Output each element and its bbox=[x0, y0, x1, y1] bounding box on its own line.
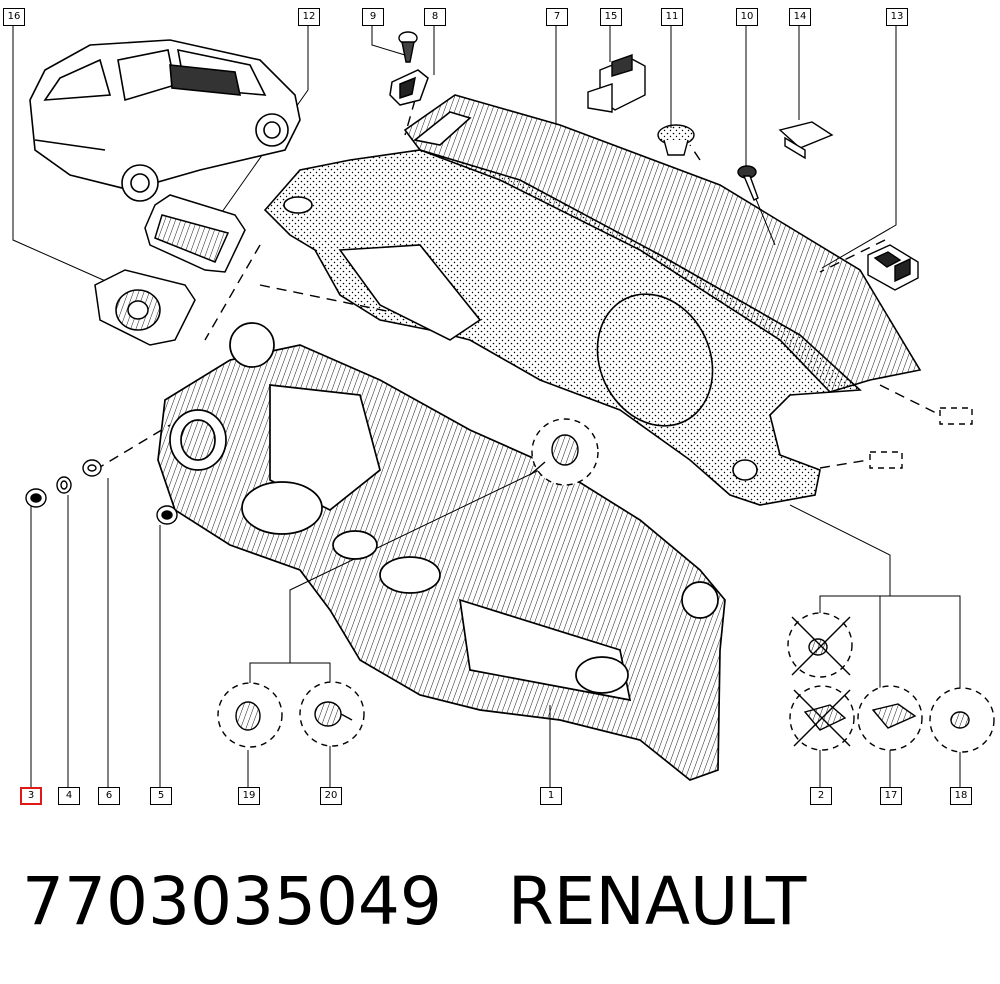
grommet-20 bbox=[299, 681, 365, 747]
nut-3 bbox=[25, 488, 47, 508]
nut-5 bbox=[156, 505, 178, 525]
car-icon bbox=[29, 39, 301, 202]
dashboard-cover bbox=[263, 149, 862, 506]
callout-7: 7 bbox=[546, 8, 568, 26]
plug-19 bbox=[217, 682, 283, 748]
callout-17: 17 bbox=[880, 787, 902, 805]
grommet-icon bbox=[529, 418, 599, 486]
callout-4: 4 bbox=[58, 787, 80, 805]
clip-17 bbox=[857, 685, 923, 751]
caption: 7703035049 RENAULT bbox=[22, 862, 982, 942]
callout-11: 11 bbox=[661, 8, 683, 26]
washer-4 bbox=[56, 476, 72, 494]
callout-2: 2 bbox=[810, 787, 832, 805]
callout-18: 18 bbox=[950, 787, 972, 805]
screw-10 bbox=[737, 165, 759, 201]
clip-crossed bbox=[787, 612, 853, 678]
bezel-12 bbox=[144, 194, 246, 273]
callout-1: 1 bbox=[540, 787, 562, 805]
callout-13: 13 bbox=[886, 8, 908, 26]
callout-14: 14 bbox=[789, 8, 811, 26]
callout-8: 8 bbox=[424, 8, 446, 26]
part-number: 7703035049 bbox=[22, 863, 442, 940]
callout-10: 10 bbox=[736, 8, 758, 26]
brand-name: RENAULT bbox=[507, 863, 807, 940]
block-13 bbox=[867, 244, 919, 291]
screw-9 bbox=[398, 31, 418, 63]
callout-5: 5 bbox=[150, 787, 172, 805]
grommet-18 bbox=[929, 687, 995, 753]
callout-16: 16 bbox=[3, 8, 25, 26]
cap-11 bbox=[657, 124, 695, 156]
callout-12: 12 bbox=[298, 8, 320, 26]
callout-3: 3 bbox=[20, 787, 42, 805]
clip-8 bbox=[389, 69, 429, 106]
callout-20: 20 bbox=[320, 787, 342, 805]
vent-16 bbox=[94, 269, 196, 346]
exploded-parts-diagram bbox=[12, 25, 995, 788]
clip-14 bbox=[778, 121, 834, 160]
switch-15 bbox=[587, 54, 646, 113]
dashboard-frame bbox=[157, 322, 726, 781]
clip-2 bbox=[789, 685, 855, 751]
reference-boxes bbox=[869, 407, 973, 469]
callout-15: 15 bbox=[600, 8, 622, 26]
callout-9: 9 bbox=[362, 8, 384, 26]
washer-6 bbox=[82, 459, 102, 477]
callout-6: 6 bbox=[98, 787, 120, 805]
callout-19: 19 bbox=[238, 787, 260, 805]
